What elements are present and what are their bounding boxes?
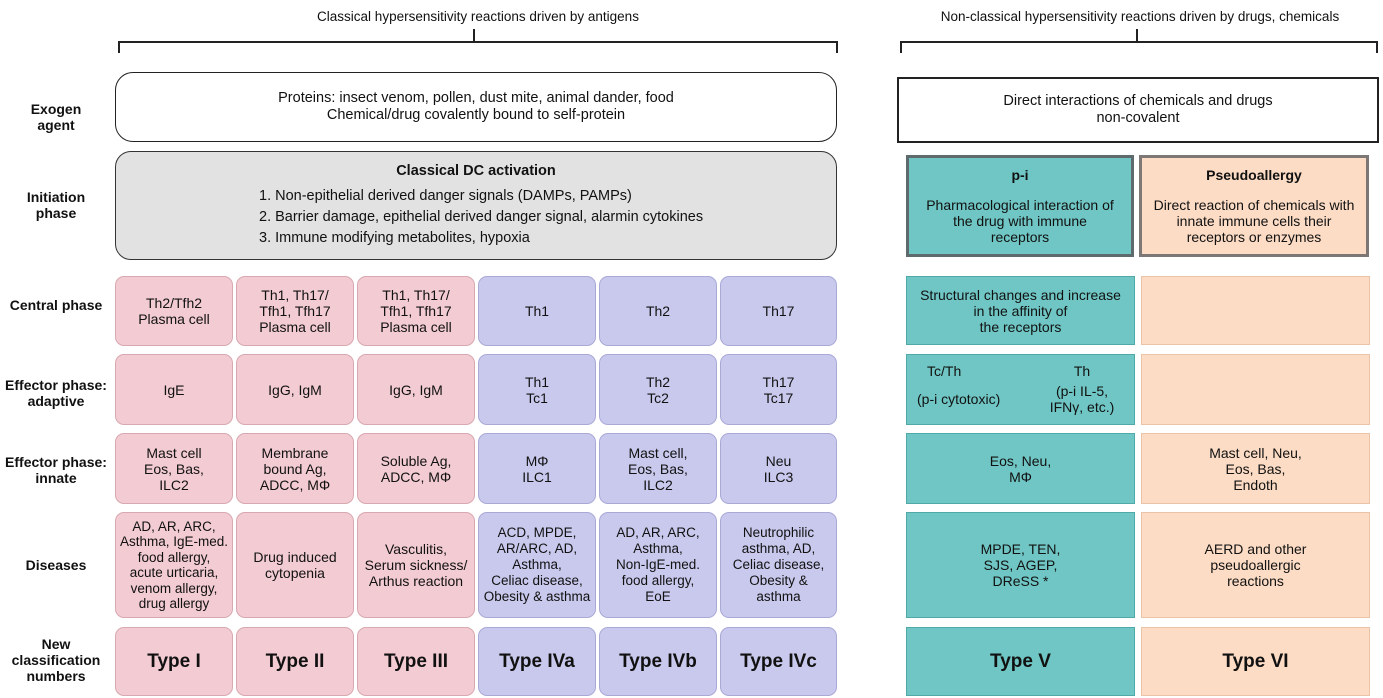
initiation-item: 1. Non-epithelial derived danger signals… (259, 187, 632, 204)
diseases-type4a: ACD, MPDE,AR/ARC, AD,Asthma, Celiac dise… (478, 512, 596, 618)
type-label-2: Type II (236, 627, 354, 696)
diseases-type3: Vasculitis,Serum sickness/Arthus reactio… (357, 512, 475, 618)
classical-bracket-tick (473, 29, 475, 41)
initiation-item: 2. Barrier damage, epithelial derived da… (259, 208, 704, 225)
innate-type4b: Mast cell,Eos, Bas,ILC2 (599, 433, 717, 504)
diseases-type5: MPDE, TEN,SJS, AGEP,DReSS * (906, 512, 1135, 618)
diseases-type4b: AD, AR, ARC,Asthma,Non-IgE-med. food all… (599, 512, 717, 618)
innate-type5: Eos, Neu,MΦ (906, 433, 1135, 504)
classical-header: Classical hypersensitivity reactions dri… (317, 9, 639, 24)
adaptive-type5: Tc/Th (p-i cytotoxic) Th (p-i IL-5, IFNγ… (906, 354, 1135, 425)
type-label-5: Type V (906, 627, 1135, 696)
type-label-4b: Type IVb (599, 627, 717, 696)
adaptive-type2: IgG, IgM (236, 354, 354, 425)
dc-activation-title: Classical DC activation (396, 162, 556, 179)
diseases-type1: AD, AR, ARC,Asthma, IgE-med.food allergy… (115, 512, 233, 618)
row-label-effector-adaptive: Effector phase:adaptive (5, 377, 107, 409)
adaptive-type5-th: Th (p-i IL-5, IFNγ, etc.) (1049, 363, 1115, 415)
central-type4a: Th1 (478, 276, 596, 346)
nonclassical-bracket-tick (1136, 29, 1138, 41)
innate-type3: Soluble Ag,ADCC, MΦ (357, 433, 475, 504)
row-label-central: Central phase (9, 297, 103, 313)
nonclassical-header: Non-classical hypersensitivity reactions… (940, 9, 1340, 24)
row-label-diseases: Diseases (25, 557, 87, 573)
nonclassical-bracket (900, 41, 1378, 53)
initiation-item: 3. Immune modifying metabolites, hypoxia (259, 229, 530, 246)
central-type4c: Th17 (720, 276, 837, 346)
type-label-1: Type I (115, 627, 233, 696)
adaptive-type1: IgE (115, 354, 233, 425)
type-label-3: Type III (357, 627, 475, 696)
innate-type6: Mast cell, Neu,Eos, Bas,Endoth (1141, 433, 1370, 504)
adaptive-type5-tcth: Tc/Th (p-i cytotoxic) (917, 363, 1001, 407)
classical-bracket (118, 41, 838, 53)
row-label-effector-innate: Effector phase:innate (5, 454, 107, 486)
initiation-pi-box: p-i Pharmacological interaction of the d… (906, 155, 1134, 257)
adaptive-type3: IgG, IgM (357, 354, 475, 425)
type-label-4c: Type IVc (720, 627, 837, 696)
pi-title: p-i (1011, 167, 1029, 183)
central-type4b: Th2 (599, 276, 717, 346)
pseudoallergy-title: Pseudoallergy (1206, 167, 1302, 183)
initiation-pseudoallergy-box: Pseudoallergy Direct reaction of chemica… (1139, 155, 1369, 257)
type-label-4a: Type IVa (478, 627, 596, 696)
adaptive-type6 (1141, 354, 1370, 425)
exogen-nonclassical-box: Direct interactions of chemicals and dru… (897, 77, 1379, 143)
initiation-classical-box: Classical DC activation 1. Non-epithelia… (115, 151, 837, 260)
type-label-6: Type VI (1141, 627, 1370, 696)
exogen-classical-box: Proteins: insect venom, pollen, dust mit… (115, 72, 837, 142)
central-type6 (1141, 276, 1370, 345)
